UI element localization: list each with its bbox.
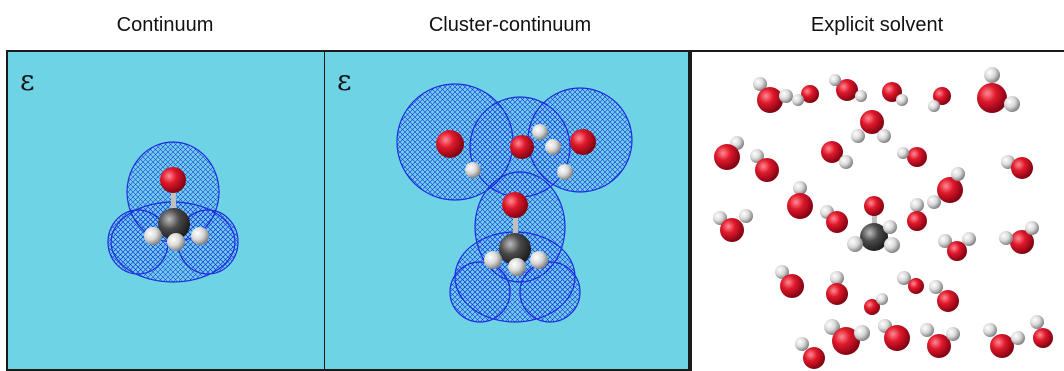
cluster-molecule <box>396 83 633 323</box>
explicit-solvent-panel <box>690 50 1064 371</box>
panel-title-explicit-solvent: Explicit solvent <box>810 14 944 36</box>
continuum-panel: ε <box>6 50 326 371</box>
solvent-box <box>713 67 1053 369</box>
cluster-continuum-panel: ε <box>325 50 690 371</box>
panel-title-cluster-continuum: Cluster-continuum <box>428 14 592 36</box>
methanol-molecule <box>847 196 900 253</box>
dielectric-symbol: ε <box>20 64 35 97</box>
dielectric-symbol: ε <box>337 64 352 97</box>
water-cluster <box>436 124 596 180</box>
methanol-molecule <box>484 192 548 276</box>
continuum-molecule <box>107 141 239 283</box>
panel-title-continuum: Continuum <box>116 14 214 36</box>
water-molecules <box>713 67 1053 369</box>
methanol-molecule <box>144 167 209 251</box>
